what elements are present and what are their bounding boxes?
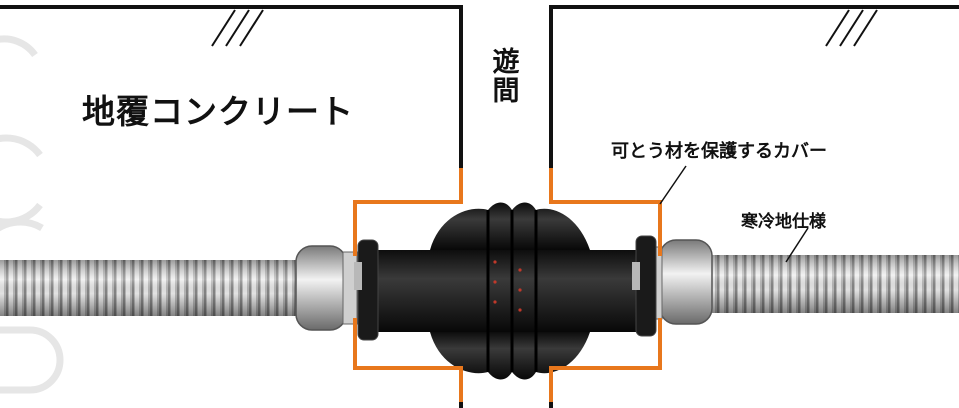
wall-lower-stubs <box>459 402 553 408</box>
cover-leader-line <box>659 165 687 205</box>
concrete-wall-left <box>0 5 463 168</box>
hatch-marks-left <box>211 9 264 47</box>
protective-cover-left <box>353 168 463 402</box>
concrete-wall-right <box>549 5 959 168</box>
corrugated-pipe-right <box>694 255 959 313</box>
hex-nut-left <box>295 245 358 331</box>
cold-spec-label: 寒冷地仕様 <box>741 212 826 232</box>
hex-nut-right <box>647 239 713 325</box>
watermark <box>0 35 64 394</box>
rubber-bellows-joint <box>354 202 657 380</box>
concrete-label: 地覆コンクリート <box>82 92 354 131</box>
cold-spec-leader-line <box>785 227 809 263</box>
corrugated-pipe-left <box>0 260 322 316</box>
gap-label: 遊間 <box>492 47 520 107</box>
hatch-marks-right <box>825 9 878 47</box>
protective-cover-right <box>549 168 662 402</box>
cover-label: 可とう材を保護するカバー <box>611 141 827 162</box>
